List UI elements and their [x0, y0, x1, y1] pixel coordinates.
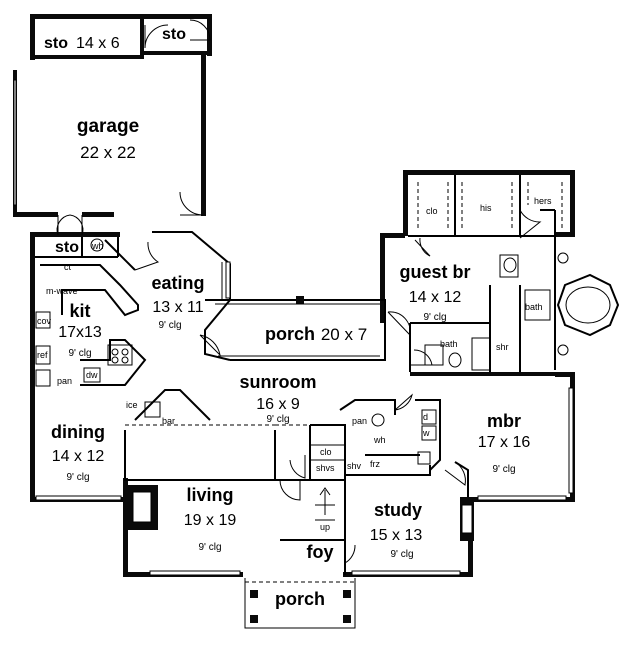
label-clo-hall: clo — [320, 447, 332, 457]
label-his: his — [480, 203, 492, 213]
guest-br-ceiling: 9' clg — [423, 312, 446, 323]
bath-bay — [524, 252, 620, 356]
porch-mid-name: porch — [265, 324, 315, 344]
living-dims: 19 x 19 — [184, 512, 237, 529]
label-cov: cov — [37, 316, 52, 326]
label-ct: ct — [64, 262, 72, 272]
sto-wh-name: sto — [55, 239, 79, 256]
eating-bay — [152, 231, 231, 361]
toilet-icon — [499, 254, 519, 278]
mbr-dims: 17 x 16 — [478, 434, 531, 451]
doors — [56, 19, 542, 564]
sink-icon — [424, 344, 444, 366]
study-dims: 15 x 13 — [370, 527, 423, 544]
sunroom-ceiling: 9' clg — [266, 414, 289, 425]
label-pan-kit: pan — [57, 376, 72, 386]
label-bar: bar — [162, 416, 175, 426]
wh-label: wh — [91, 241, 104, 251]
interior-walls — [35, 175, 556, 629]
label-pan-laundry: pan — [352, 416, 367, 426]
label-bath-master: bath — [525, 302, 543, 312]
sto-top-name: sto — [44, 35, 68, 52]
porch-mid-dims: 20 x 7 — [321, 325, 367, 344]
range-icon — [107, 344, 133, 366]
guest-br-name: guest br — [399, 262, 470, 282]
label-shvs: shvs — [316, 463, 335, 473]
label-up: up — [320, 522, 330, 532]
label-d: d — [423, 412, 428, 422]
mbr-name: mbr — [487, 411, 521, 431]
garage-dims: 22 x 22 — [80, 143, 136, 162]
stair-arrow-icon — [315, 487, 335, 521]
porch-mid-outline — [205, 296, 386, 361]
sunroom-name: sunroom — [239, 372, 316, 392]
living-ceiling: 9' clg — [198, 542, 221, 553]
room-labels: sto 14 x 6 sto garage 22 x 22 sto wh eat… — [44, 26, 530, 609]
kit-name: kit — [69, 301, 90, 321]
study-name: study — [374, 500, 422, 520]
closet-shelves — [417, 182, 563, 228]
dining-ceiling: 9' clg — [66, 472, 89, 483]
sunroom-dims: 16 x 9 — [256, 396, 300, 413]
label-wh-laundry: wh — [373, 435, 386, 445]
fixture-labels: clo his hers bath bath shr ct m-wave cov… — [37, 196, 552, 532]
living-name: living — [186, 485, 233, 505]
dining-name: dining — [51, 422, 105, 442]
label-shv: shv — [347, 461, 362, 471]
guest-br-dims: 14 x 12 — [409, 289, 462, 306]
label-mwave: m-wave — [46, 286, 78, 296]
garage-name: garage — [77, 116, 139, 137]
label-hers: hers — [534, 196, 552, 206]
foy-name: foy — [307, 542, 334, 562]
dining-dims: 14 x 12 — [52, 448, 105, 465]
kit-ceiling: 9' clg — [68, 348, 91, 359]
water-heater-icon — [90, 238, 104, 252]
sto-top-dims: 14 x 6 — [76, 35, 120, 52]
label-dw: dw — [86, 370, 98, 380]
label-ref: ref — [37, 350, 48, 360]
label-ice: ice — [126, 400, 138, 410]
eating-ceiling: 9' clg — [158, 320, 181, 331]
kit-dims: 17x13 — [58, 324, 102, 341]
porch-front-name: porch — [275, 589, 325, 609]
label-clo-closet: clo — [426, 206, 438, 216]
mbr-ceiling: 9' clg — [492, 464, 515, 475]
eating-dims: 13 x 11 — [152, 299, 203, 316]
study-ceiling: 9' clg — [390, 549, 413, 560]
label-shr: shr — [496, 342, 509, 352]
fixtures — [35, 238, 519, 541]
label-w: w — [422, 428, 430, 438]
eating-name: eating — [151, 273, 204, 293]
label-bath-guest: bath — [440, 339, 458, 349]
label-frz: frz — [370, 459, 380, 469]
sto-right-name: sto — [162, 26, 186, 43]
windows — [13, 79, 574, 576]
